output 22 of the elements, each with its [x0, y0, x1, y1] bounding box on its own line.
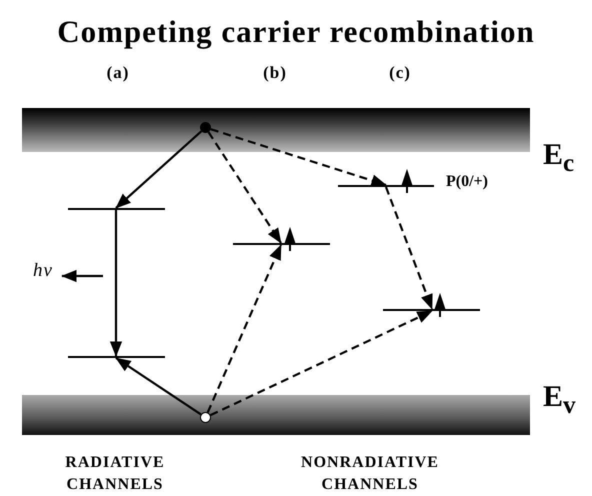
energy-band	[22, 108, 530, 152]
level-label: P(0/+)	[446, 173, 488, 191]
panel-label: (b)	[262, 62, 288, 84]
band-label: E$_{c}$	[543, 138, 574, 178]
panel-label: (c)	[388, 62, 412, 84]
arrow	[210, 128, 387, 186]
carrier-dot	[200, 122, 211, 133]
energy-band	[22, 395, 530, 435]
channel-label: RADIATIVE CHANNELS	[64, 453, 166, 495]
arrow	[110, 210, 122, 357]
arrow	[115, 130, 202, 209]
title: Competing carrier recombination	[56, 14, 536, 50]
photon-label: hν	[32, 259, 54, 283]
arrow	[115, 357, 202, 416]
carrier-dot	[200, 412, 211, 423]
arrow	[206, 244, 282, 413]
channel-label: NONRADIATIVE CHANNELS	[300, 453, 440, 495]
arrow	[208, 132, 282, 244]
band-label: E$_{v}$	[543, 380, 576, 420]
arrow	[384, 186, 434, 310]
arrow	[210, 310, 433, 416]
panel-label: (a)	[106, 62, 130, 84]
